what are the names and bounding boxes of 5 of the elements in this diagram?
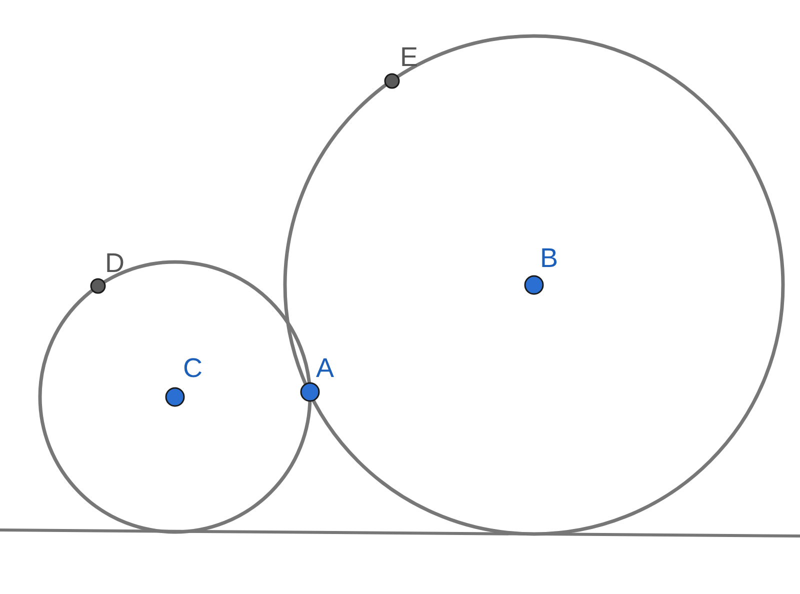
point-label: A: [316, 355, 334, 382]
point-label: E: [400, 44, 418, 71]
point-label: B: [540, 245, 558, 272]
point-label: C: [183, 355, 202, 382]
point-label: D: [105, 250, 124, 277]
